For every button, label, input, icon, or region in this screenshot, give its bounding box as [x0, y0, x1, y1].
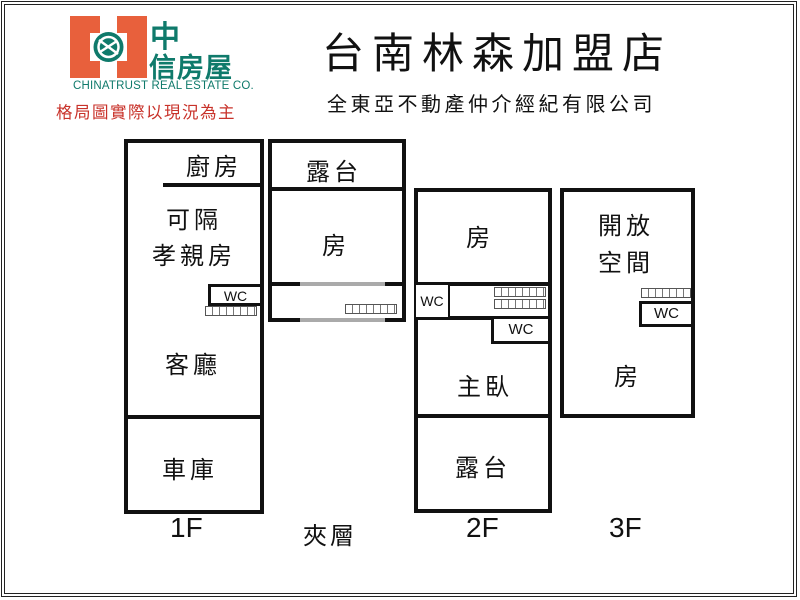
page-title: 台南林森加盟店: [322, 29, 673, 78]
wc-divider-2f: [446, 284, 450, 318]
company-name: 全東亞不動產仲介經紀有限公司: [327, 92, 656, 116]
room-open-space-line1: 開放: [598, 212, 654, 240]
floor-label-mezzanine: 夾層: [303, 522, 357, 550]
floor-label-2f: 2F: [466, 512, 499, 543]
watermark-band: [300, 282, 385, 286]
room-terrace-2f: 露台: [455, 454, 511, 482]
garage-wall: [126, 415, 262, 419]
wc-2f-right: WC: [491, 316, 551, 344]
room-master-bedroom: 主臥: [457, 373, 513, 401]
room-flex-line1: 可隔: [166, 206, 222, 234]
stairs-2f-up-icon: [494, 287, 546, 297]
stairs-1f-icon: [205, 306, 257, 316]
floor-2f-plan: [414, 188, 552, 513]
room-bedroom-2f: 房: [466, 224, 494, 252]
room-kitchen: 廚房: [186, 153, 242, 181]
inner-frame: [4, 4, 794, 594]
wc-wall-2f: [416, 316, 492, 320]
brand-name-bottom: 信房屋: [149, 53, 233, 84]
brand-logo-icon: [70, 16, 147, 78]
room-bedroom-mezz: 房: [322, 232, 350, 260]
stairs-3f-icon: [641, 288, 691, 298]
room-open-space-line2: 空間: [598, 249, 654, 277]
terrace-wall-mezz: [270, 187, 404, 191]
disclaimer-note: 格局圖實際以現況為主: [56, 103, 236, 122]
brand-english-name: CHINATRUST REAL ESTATE CO.: [73, 80, 254, 92]
brand-name-top: 中: [150, 20, 180, 55]
floor-1f-plan: [124, 139, 264, 514]
wc-2f-left: WC: [416, 285, 448, 317]
room-flex-line2: 孝親房: [152, 242, 236, 270]
wc-1f: WC: [208, 284, 263, 306]
wc-3f: WC: [639, 301, 694, 327]
stairs-mezz-icon: [345, 304, 397, 314]
floor-label-3f: 3F: [609, 512, 642, 543]
watermark-band: [300, 318, 385, 322]
floor-label-1f: 1F: [170, 512, 203, 543]
terrace-wall-2f: [416, 414, 550, 418]
room-terrace-mezz: 露台: [306, 158, 362, 186]
bedroom-wall-2f: [416, 282, 550, 286]
room-bedroom-3f: 房: [614, 363, 642, 391]
kitchen-wall: [163, 183, 262, 187]
stairs-2f-down-icon: [494, 299, 546, 309]
room-living: 客廳: [165, 351, 221, 379]
room-garage: 車庫: [162, 456, 218, 484]
